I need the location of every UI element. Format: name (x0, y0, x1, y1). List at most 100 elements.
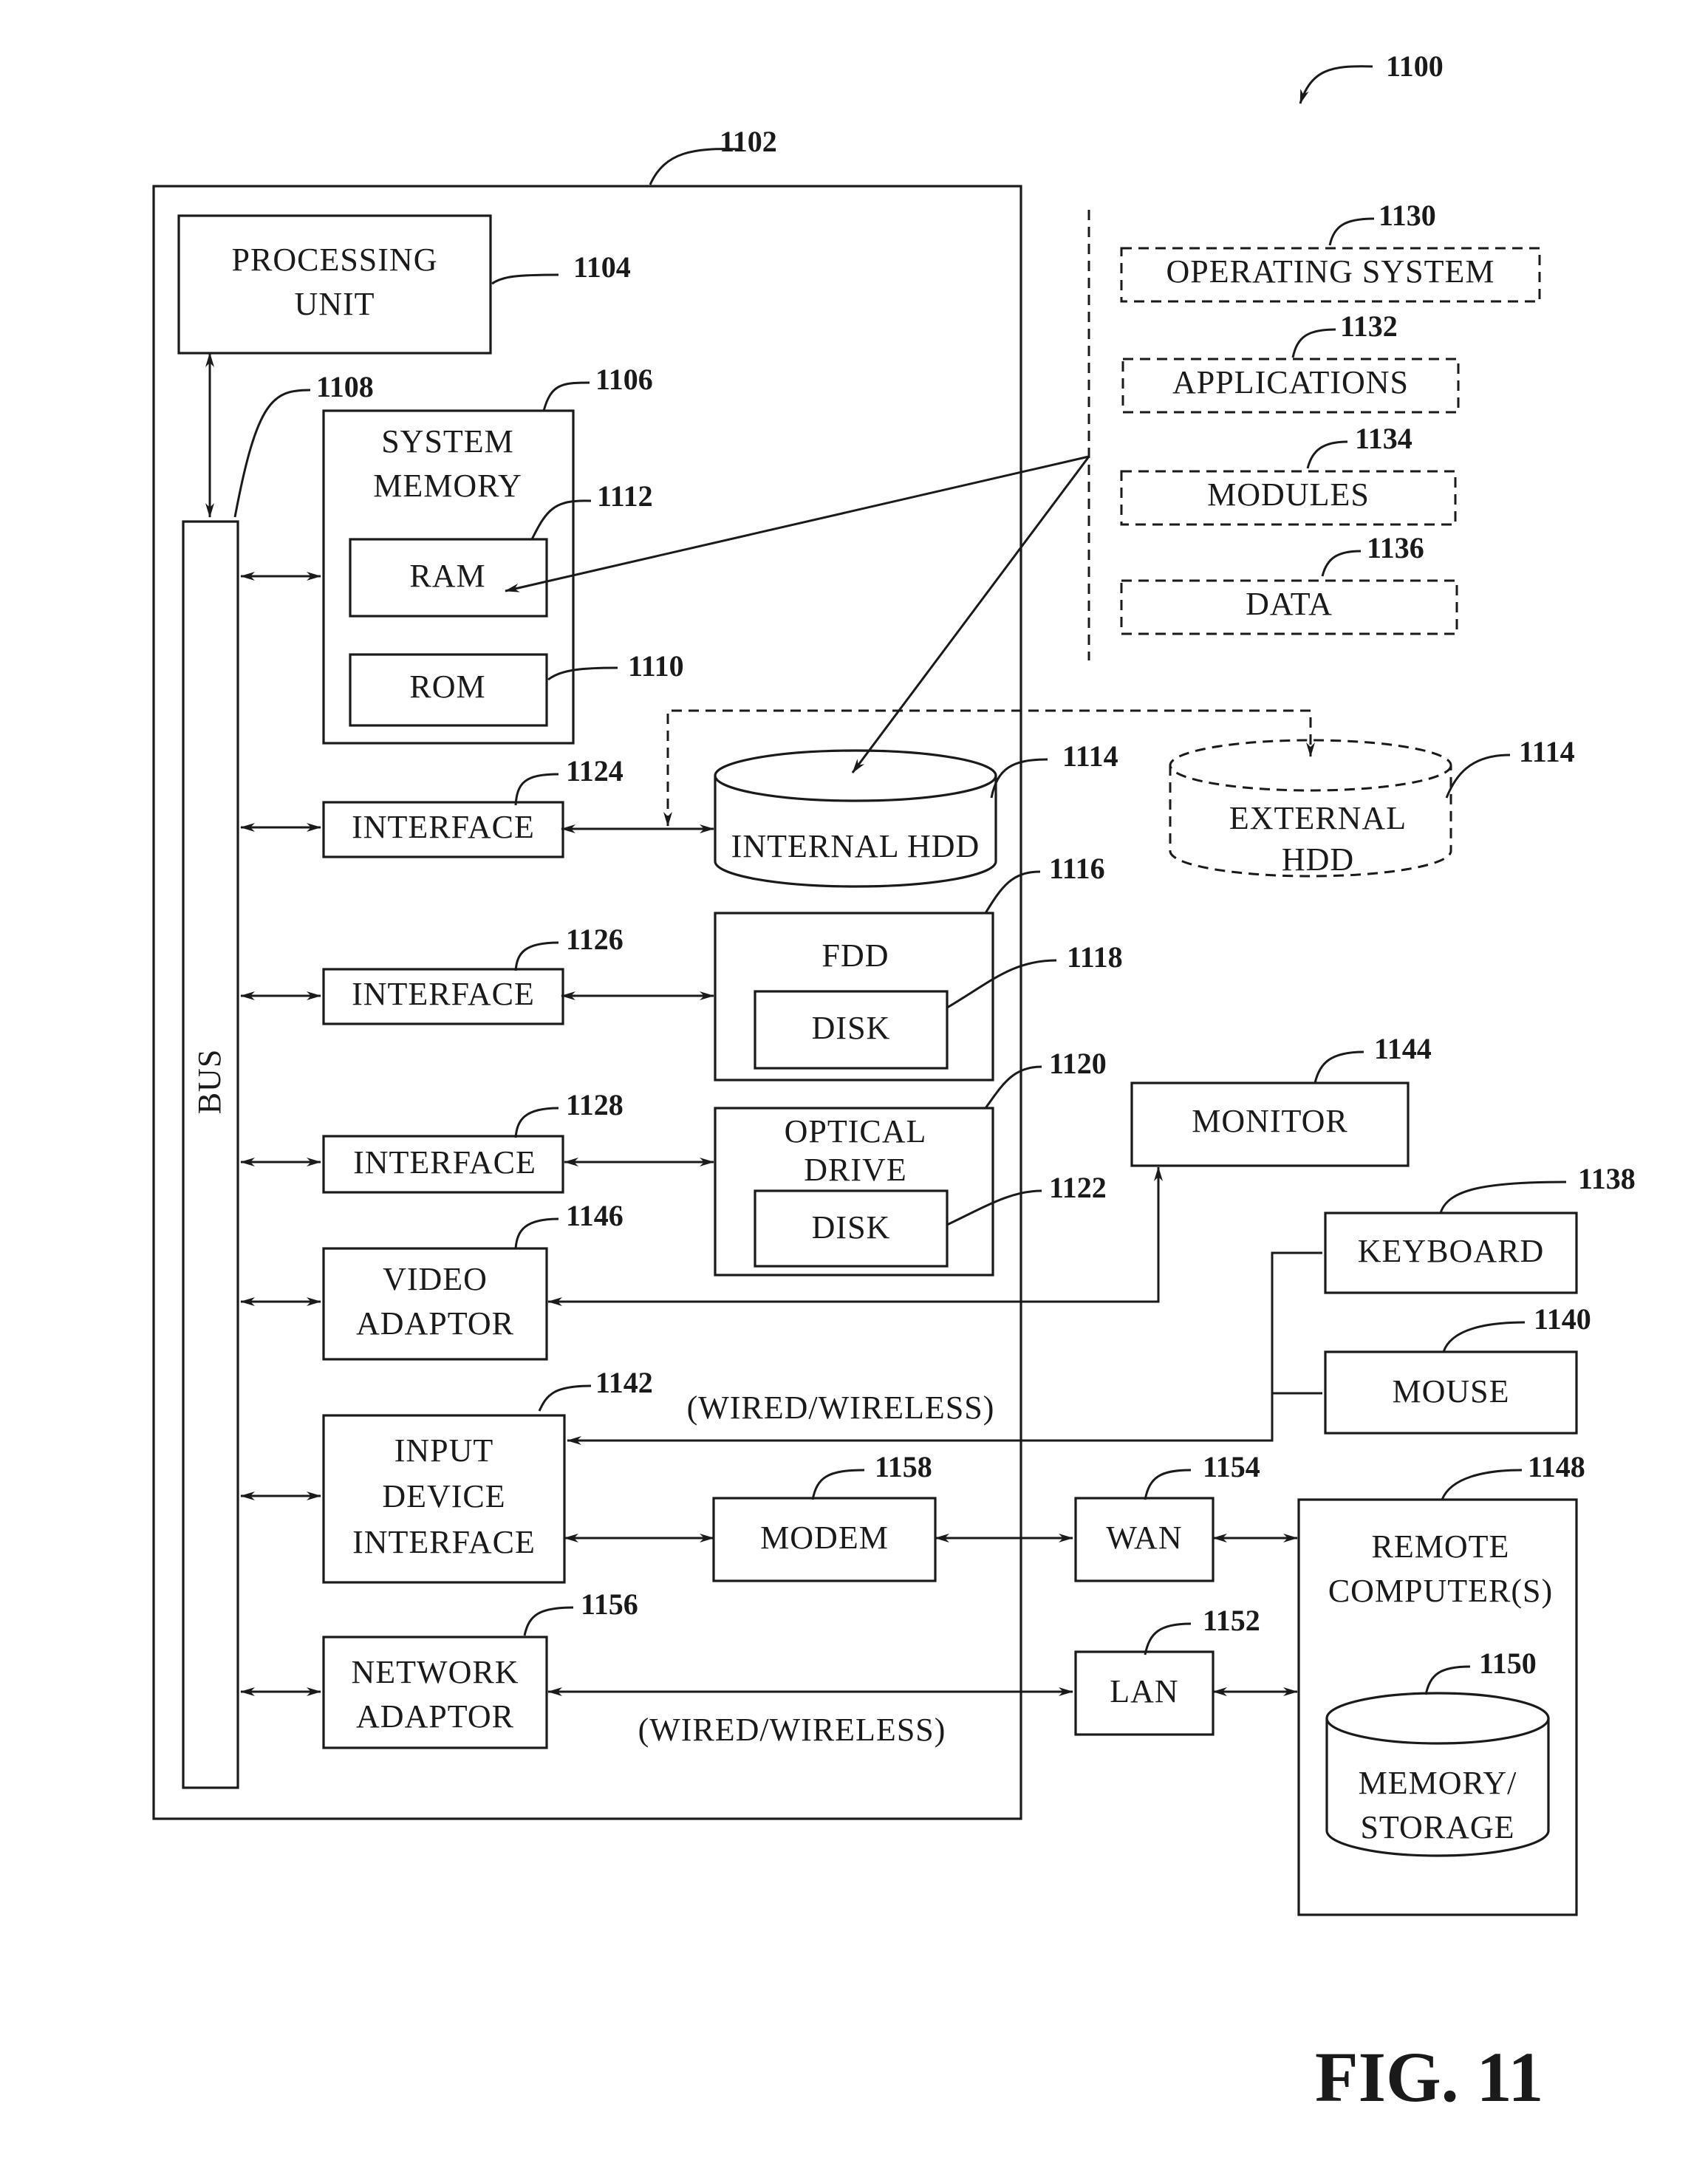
leader-1122 (947, 1191, 1042, 1225)
ref-1146: 1146 (566, 1199, 624, 1232)
processing-unit-box (179, 216, 491, 353)
leader-1134 (1308, 442, 1347, 468)
input-device-label-3: INTERFACE (352, 1524, 536, 1560)
internal-hdd-top (715, 751, 996, 801)
leader-1132 (1293, 329, 1336, 358)
processing-unit-label-2: UNIT (294, 286, 375, 322)
ref-1116: 1116 (1049, 852, 1105, 885)
bus-box (183, 522, 238, 1788)
ref-1120: 1120 (1049, 1047, 1107, 1080)
ref-1144: 1144 (1374, 1032, 1432, 1065)
ref-1142: 1142 (595, 1366, 653, 1399)
ref-1134: 1134 (1355, 422, 1412, 455)
processing-unit-label-1: PROCESSING (232, 242, 438, 278)
modem-label: MODEM (760, 1520, 889, 1556)
wan-label: WAN (1106, 1520, 1182, 1556)
optical-drive-label-1: OPTICAL (785, 1113, 927, 1149)
ref-1102: 1102 (720, 125, 777, 158)
system-1100-pointer (1300, 66, 1373, 103)
bus-label: BUS (191, 1049, 228, 1115)
ref-1128: 1128 (566, 1088, 624, 1121)
interface-1124-label: INTERFACE (352, 809, 535, 845)
memory-storage-label-1: MEMORY/ (1359, 1765, 1517, 1801)
leader-1158 (813, 1470, 864, 1500)
fdd-label: FDD (821, 937, 889, 974)
monitor-label: MONITOR (1192, 1103, 1348, 1139)
interface-1126-label: INTERFACE (352, 976, 535, 1012)
wired-wireless-network-label: (WIRED/WIRELESS) (638, 1712, 946, 1748)
keyboard-label: KEYBOARD (1358, 1233, 1544, 1269)
leader-1114-external (1446, 755, 1510, 798)
leader-1152 (1145, 1624, 1191, 1655)
optical-drive-label-2: DRIVE (804, 1152, 906, 1188)
ref-1140: 1140 (1534, 1302, 1591, 1336)
leader-1104 (492, 275, 558, 284)
leader-1138 (1441, 1182, 1566, 1213)
leader-1118 (947, 960, 1056, 1008)
leader-1154 (1145, 1470, 1191, 1500)
leader-1136 (1322, 551, 1361, 576)
leader-1110 (548, 668, 618, 680)
operating-system-label: OPERATING SYSTEM (1166, 253, 1494, 290)
leader-1106 (544, 383, 590, 411)
ref-1136: 1136 (1367, 531, 1424, 564)
leader-1148 (1442, 1470, 1522, 1500)
network-adaptor-label-1: NETWORK (352, 1654, 519, 1690)
video-adaptor-label-1: VIDEO (383, 1261, 488, 1297)
interface-1128-label: INTERFACE (353, 1144, 536, 1180)
ref-1124: 1124 (566, 754, 624, 787)
leader-1124 (516, 774, 558, 805)
ref-1112: 1112 (597, 479, 653, 513)
external-hdd-label-2: HDD (1282, 841, 1354, 878)
external-hdd-label-1: EXTERNAL (1229, 800, 1407, 836)
ref-1130: 1130 (1379, 199, 1436, 232)
ref-1106: 1106 (595, 363, 653, 396)
ref-1114-internal: 1114 (1062, 739, 1118, 773)
ref-1118: 1118 (1067, 940, 1123, 974)
leader-1116 (985, 872, 1040, 913)
system-memory-label-1: SYSTEM (381, 423, 514, 459)
memory-storage-label-2: STORAGE (1360, 1809, 1514, 1845)
modules-label: MODULES (1207, 476, 1370, 513)
network-adaptor-label-2: ADAPTOR (356, 1698, 514, 1735)
ref-1122: 1122 (1049, 1171, 1107, 1204)
applications-label: APPLICATIONS (1172, 364, 1409, 400)
input-device-label-2: DEVICE (382, 1478, 505, 1514)
external-hdd-top (1170, 740, 1451, 790)
leader-1156 (525, 1607, 573, 1636)
ref-1126: 1126 (566, 923, 624, 956)
ref-1152: 1152 (1203, 1604, 1260, 1637)
leader-1146 (516, 1219, 558, 1248)
ref-1114-external: 1114 (1519, 735, 1575, 768)
computer-outline (154, 186, 1021, 1819)
leader-1114-internal (991, 759, 1048, 798)
mouse-label: MOUSE (1392, 1373, 1509, 1410)
memory-storage-top (1327, 1693, 1548, 1743)
ref-1138: 1138 (1578, 1162, 1636, 1195)
ref-1148: 1148 (1528, 1450, 1585, 1483)
optical-disk-label: DISK (812, 1209, 891, 1246)
ref-1104: 1104 (573, 250, 631, 284)
fdd-disk-label: DISK (812, 1010, 891, 1046)
leader-1130 (1330, 219, 1374, 245)
system-memory-label-2: MEMORY (373, 468, 522, 504)
ref-1110: 1110 (628, 649, 684, 683)
ram-label: RAM (409, 558, 485, 594)
component-labels: PROCESSING UNIT SYSTEM MEMORY RAM ROM BU… (191, 242, 1553, 1845)
rom-label: ROM (409, 669, 485, 705)
ref-1150: 1150 (1479, 1647, 1537, 1680)
ref-1108: 1108 (316, 370, 374, 403)
figure-label: FIG. 11 (1315, 2037, 1543, 2116)
leader-1142 (539, 1386, 591, 1411)
ref-1154: 1154 (1203, 1450, 1260, 1483)
software-to-ram-arrow (505, 457, 1089, 591)
input-device-label-1: INPUT (394, 1432, 494, 1469)
leader-1126 (516, 943, 558, 971)
leader-1150 (1426, 1667, 1470, 1695)
leader-1112 (532, 501, 591, 539)
leader-1140 (1444, 1322, 1525, 1352)
internal-hdd-label: INTERNAL HDD (731, 828, 980, 864)
lan-label: LAN (1110, 1673, 1178, 1709)
